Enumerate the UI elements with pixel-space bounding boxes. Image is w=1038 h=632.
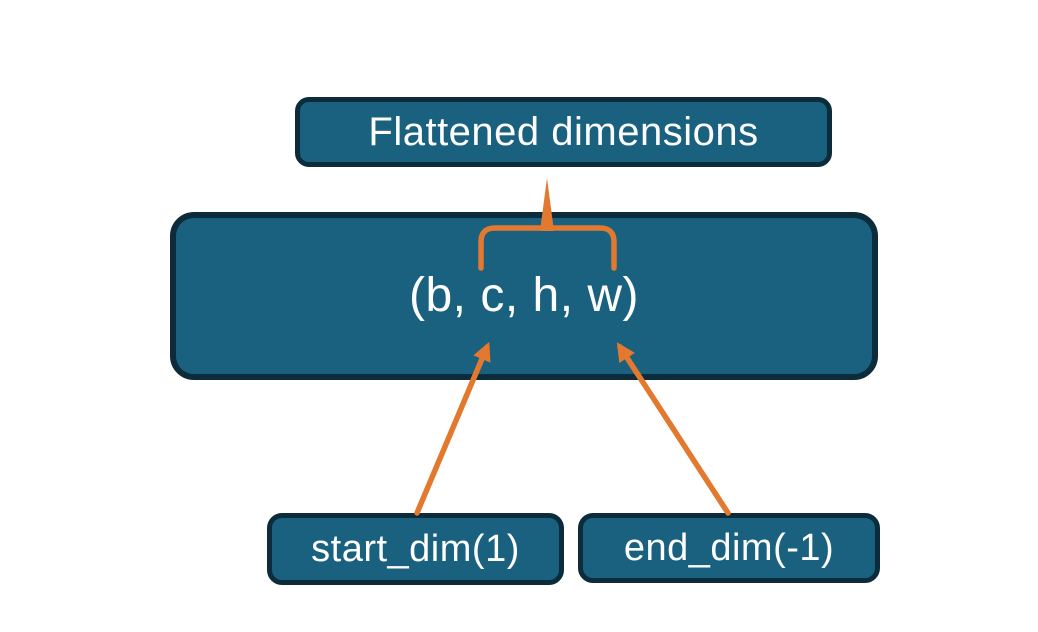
tensor-shape-label: (b, c, h, w) (408, 269, 640, 322)
tensor-shape-box: (b, c, h, w) (170, 212, 878, 380)
start-dim-label: start_dim(1) (311, 528, 520, 570)
flattened-dimensions-label: Flattened dimensions (368, 110, 759, 154)
flattened-dimensions-box: Flattened dimensions (295, 97, 832, 167)
end-dim-box: end_dim(-1) (578, 513, 880, 583)
end-dim-label: end_dim(-1) (623, 527, 835, 569)
start-dim-box: start_dim(1) (267, 513, 564, 585)
